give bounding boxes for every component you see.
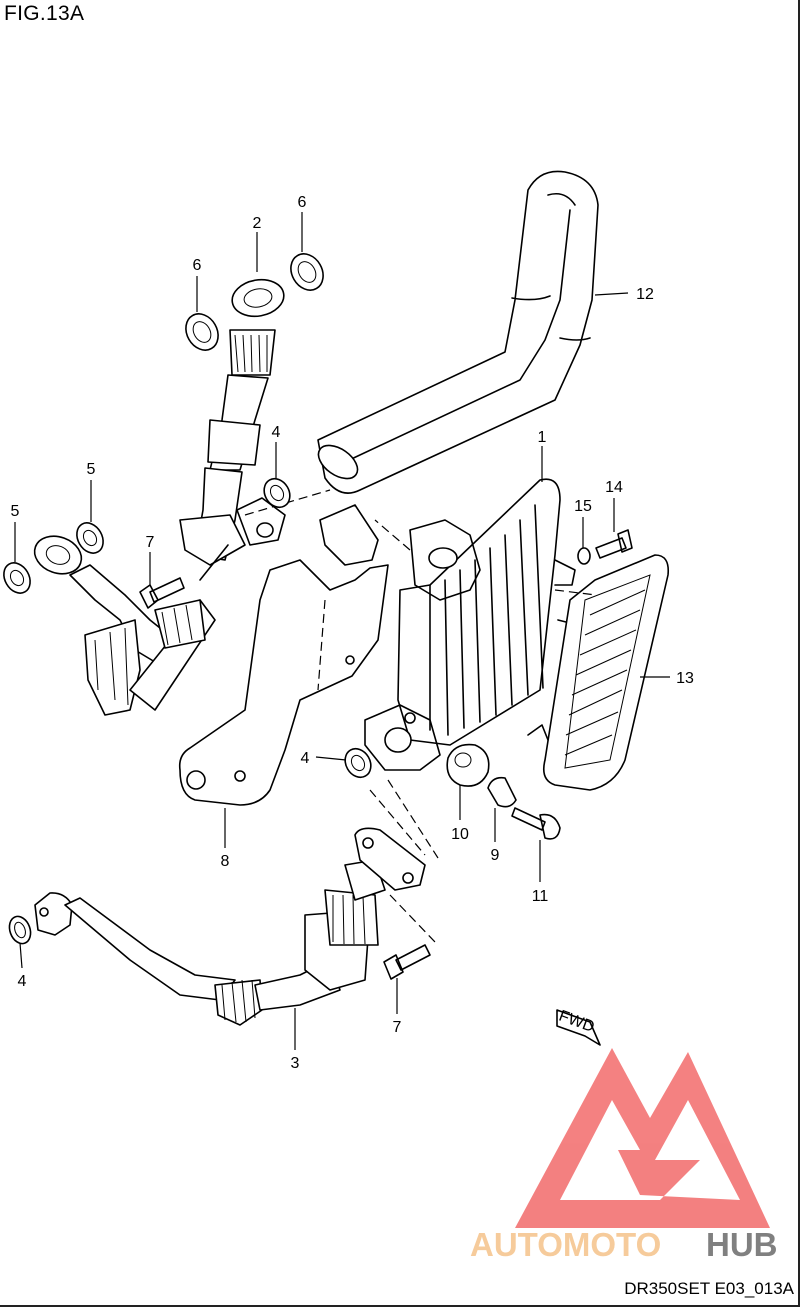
bolt-7b <box>383 944 431 980</box>
callout-4-middle: 4 <box>301 750 310 767</box>
callout-7-lower: 7 <box>393 1019 402 1036</box>
part-8-bracket <box>178 489 389 806</box>
watermark-text-hub: HUB <box>706 1226 778 1263</box>
washer-4b <box>344 747 372 779</box>
callout-4-lower: 4 <box>18 973 27 990</box>
callout-2: 2 <box>253 215 262 232</box>
callout-11: 11 <box>532 888 549 905</box>
callout-5-right: 5 <box>87 461 96 478</box>
callout-4-upper: 4 <box>272 424 281 441</box>
collar-9 <box>487 776 517 808</box>
callout-9: 9 <box>491 847 500 864</box>
callout-10: 10 <box>451 826 469 843</box>
callout-13: 13 <box>676 670 694 687</box>
bolt-14 <box>595 529 633 559</box>
part-1-oil-cooler <box>364 478 579 771</box>
washer-15 <box>577 547 591 565</box>
washer-4a <box>263 477 291 509</box>
washers-and-bolts <box>3 253 633 980</box>
callout-1: 1 <box>538 429 547 446</box>
callout-12: 12 <box>636 286 654 303</box>
callout-numbers: 2 6 6 4 5 5 7 1 12 14 15 13 4 8 10 9 11 … <box>11 194 694 1072</box>
leader-lines <box>14 212 670 1050</box>
part-3-oil-hose <box>34 827 426 1026</box>
figure-label: FIG.13A <box>4 2 85 25</box>
part-13-cover <box>527 554 670 791</box>
part-2-oil-hose <box>179 278 286 566</box>
fwd-direction-tag: FWD <box>556 1008 601 1046</box>
callout-15: 15 <box>574 498 592 515</box>
washer-6b <box>290 253 324 291</box>
watermark-text-auto: AUTOMOTO <box>470 1226 661 1263</box>
callout-14: 14 <box>605 479 623 496</box>
watermark-triangle <box>515 1048 770 1228</box>
callout-6-right: 6 <box>298 194 307 211</box>
washer-6a <box>185 313 219 351</box>
washer-4c <box>8 915 32 945</box>
diagram-code: DR350SET E03_013A <box>624 1279 794 1298</box>
bolt-11 <box>511 807 561 840</box>
callout-8: 8 <box>221 853 230 870</box>
washer-5b <box>76 522 104 554</box>
washer-5a <box>3 562 31 594</box>
watermark-logo: AUTOMOTO HUB <box>470 1048 778 1263</box>
bolt-7a <box>139 577 185 609</box>
callout-5-left: 5 <box>11 503 20 520</box>
left-hose-assembly <box>33 535 229 716</box>
callout-7-upper: 7 <box>146 534 155 551</box>
part-12-oil-pipe <box>317 170 599 494</box>
callout-6-left: 6 <box>193 257 202 274</box>
callout-3: 3 <box>291 1055 300 1072</box>
